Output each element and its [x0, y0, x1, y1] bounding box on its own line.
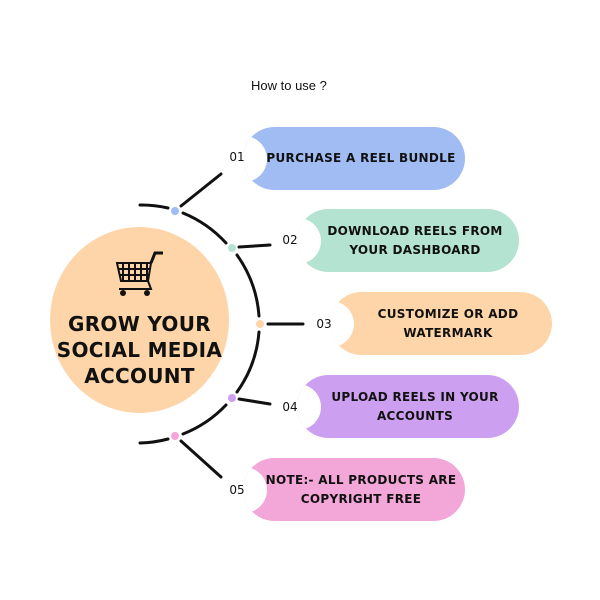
step-card-5: NOTE:- ALL PRODUCTS ARE COPYRIGHT FREE: [243, 458, 465, 521]
arc-segment: [138, 437, 170, 445]
step-card-3: CUSTOMIZE OR ADD WATERMARK: [330, 292, 552, 355]
connector-line-5: [179, 439, 223, 479]
arc-segment: [181, 211, 228, 245]
step-label: CUSTOMIZE OR ADD WATERMARK: [377, 306, 519, 340]
step-number: 05: [229, 483, 245, 497]
shopping-cart-icon: [115, 251, 163, 296]
connector-line-1: [179, 172, 223, 208]
step-dot-3: [256, 320, 264, 328]
step-label: NOTE:- ALL PRODUCTS ARE COPYRIGHT FREE: [265, 472, 457, 506]
step-dot-1: [171, 207, 179, 215]
step-label: UPLOAD REELS IN YOUR ACCOUNTS: [331, 389, 499, 423]
step-number: 03: [316, 317, 332, 331]
hub-title: GROW YOUR SOCIAL MEDIA ACCOUNT: [56, 312, 223, 388]
step-dot-2: [228, 244, 236, 252]
step-number: 02: [282, 233, 298, 247]
hub-circle: GROW YOUR SOCIAL MEDIA ACCOUNT: [50, 227, 229, 413]
step-card-4: UPLOAD REELS IN YOUR ACCOUNTS: [297, 375, 519, 438]
arc-segment: [235, 330, 261, 394]
arc-segment: [181, 403, 228, 436]
step-card-1: PURCHASE A REEL BUNDLE: [243, 127, 465, 190]
step-label: DOWNLOAD REELS FROM YOUR DASHBOARD: [327, 223, 503, 257]
page-title: How to use ?: [251, 78, 327, 93]
step-dot-5: [171, 432, 179, 440]
connector-line-4: [237, 397, 272, 406]
connector-line-2: [237, 243, 272, 249]
step-dot-4: [228, 394, 236, 402]
step-number: 04: [282, 400, 298, 414]
step-card-2: DOWNLOAD REELS FROM YOUR DASHBOARD: [297, 209, 519, 272]
arc-segment: [138, 203, 170, 210]
step-label: PURCHASE A REEL BUNDLE: [266, 151, 456, 165]
step-number: 01: [229, 150, 245, 164]
arc-segment: [235, 253, 261, 318]
